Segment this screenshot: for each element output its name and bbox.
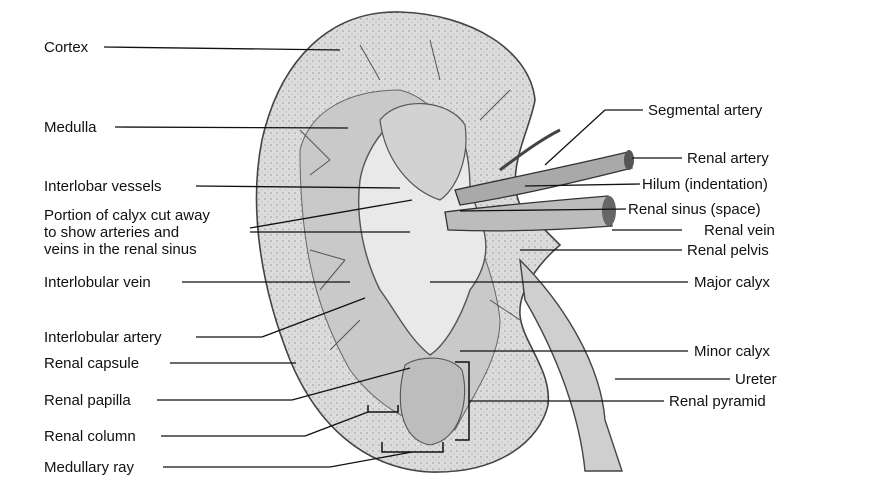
label-calyx-line3: veins in the renal sinus bbox=[44, 241, 197, 258]
label-major-calyx: Major calyx bbox=[694, 274, 770, 291]
label-calyx-line1: Portion of calyx cut away bbox=[44, 207, 210, 224]
label-renal-artery: Renal artery bbox=[687, 150, 769, 167]
label-calyx-line2: to show arteries and bbox=[44, 224, 179, 241]
label-renal-papilla: Renal papilla bbox=[44, 392, 131, 409]
label-interlobar-vessels: Interlobar vessels bbox=[44, 178, 162, 195]
label-minor-calyx: Minor calyx bbox=[694, 343, 770, 360]
label-interlobular-artery: Interlobular artery bbox=[44, 329, 162, 346]
label-cortex: Cortex bbox=[44, 39, 88, 56]
label-renal-vein: Renal vein bbox=[704, 222, 775, 239]
label-renal-capsule: Renal capsule bbox=[44, 355, 139, 372]
label-medulla: Medulla bbox=[44, 119, 97, 136]
label-renal-pyramid: Renal pyramid bbox=[669, 393, 766, 410]
label-interlobular-vein: Interlobular vein bbox=[44, 274, 151, 291]
label-ureter: Ureter bbox=[735, 371, 777, 388]
label-medullary-ray: Medullary ray bbox=[44, 459, 134, 476]
label-renal-column: Renal column bbox=[44, 428, 136, 445]
label-hilum: Hilum (indentation) bbox=[642, 176, 768, 193]
label-renal-pelvis: Renal pelvis bbox=[687, 242, 769, 259]
label-segmental-artery: Segmental artery bbox=[648, 102, 762, 119]
label-renal-sinus: Renal sinus (space) bbox=[628, 201, 761, 218]
